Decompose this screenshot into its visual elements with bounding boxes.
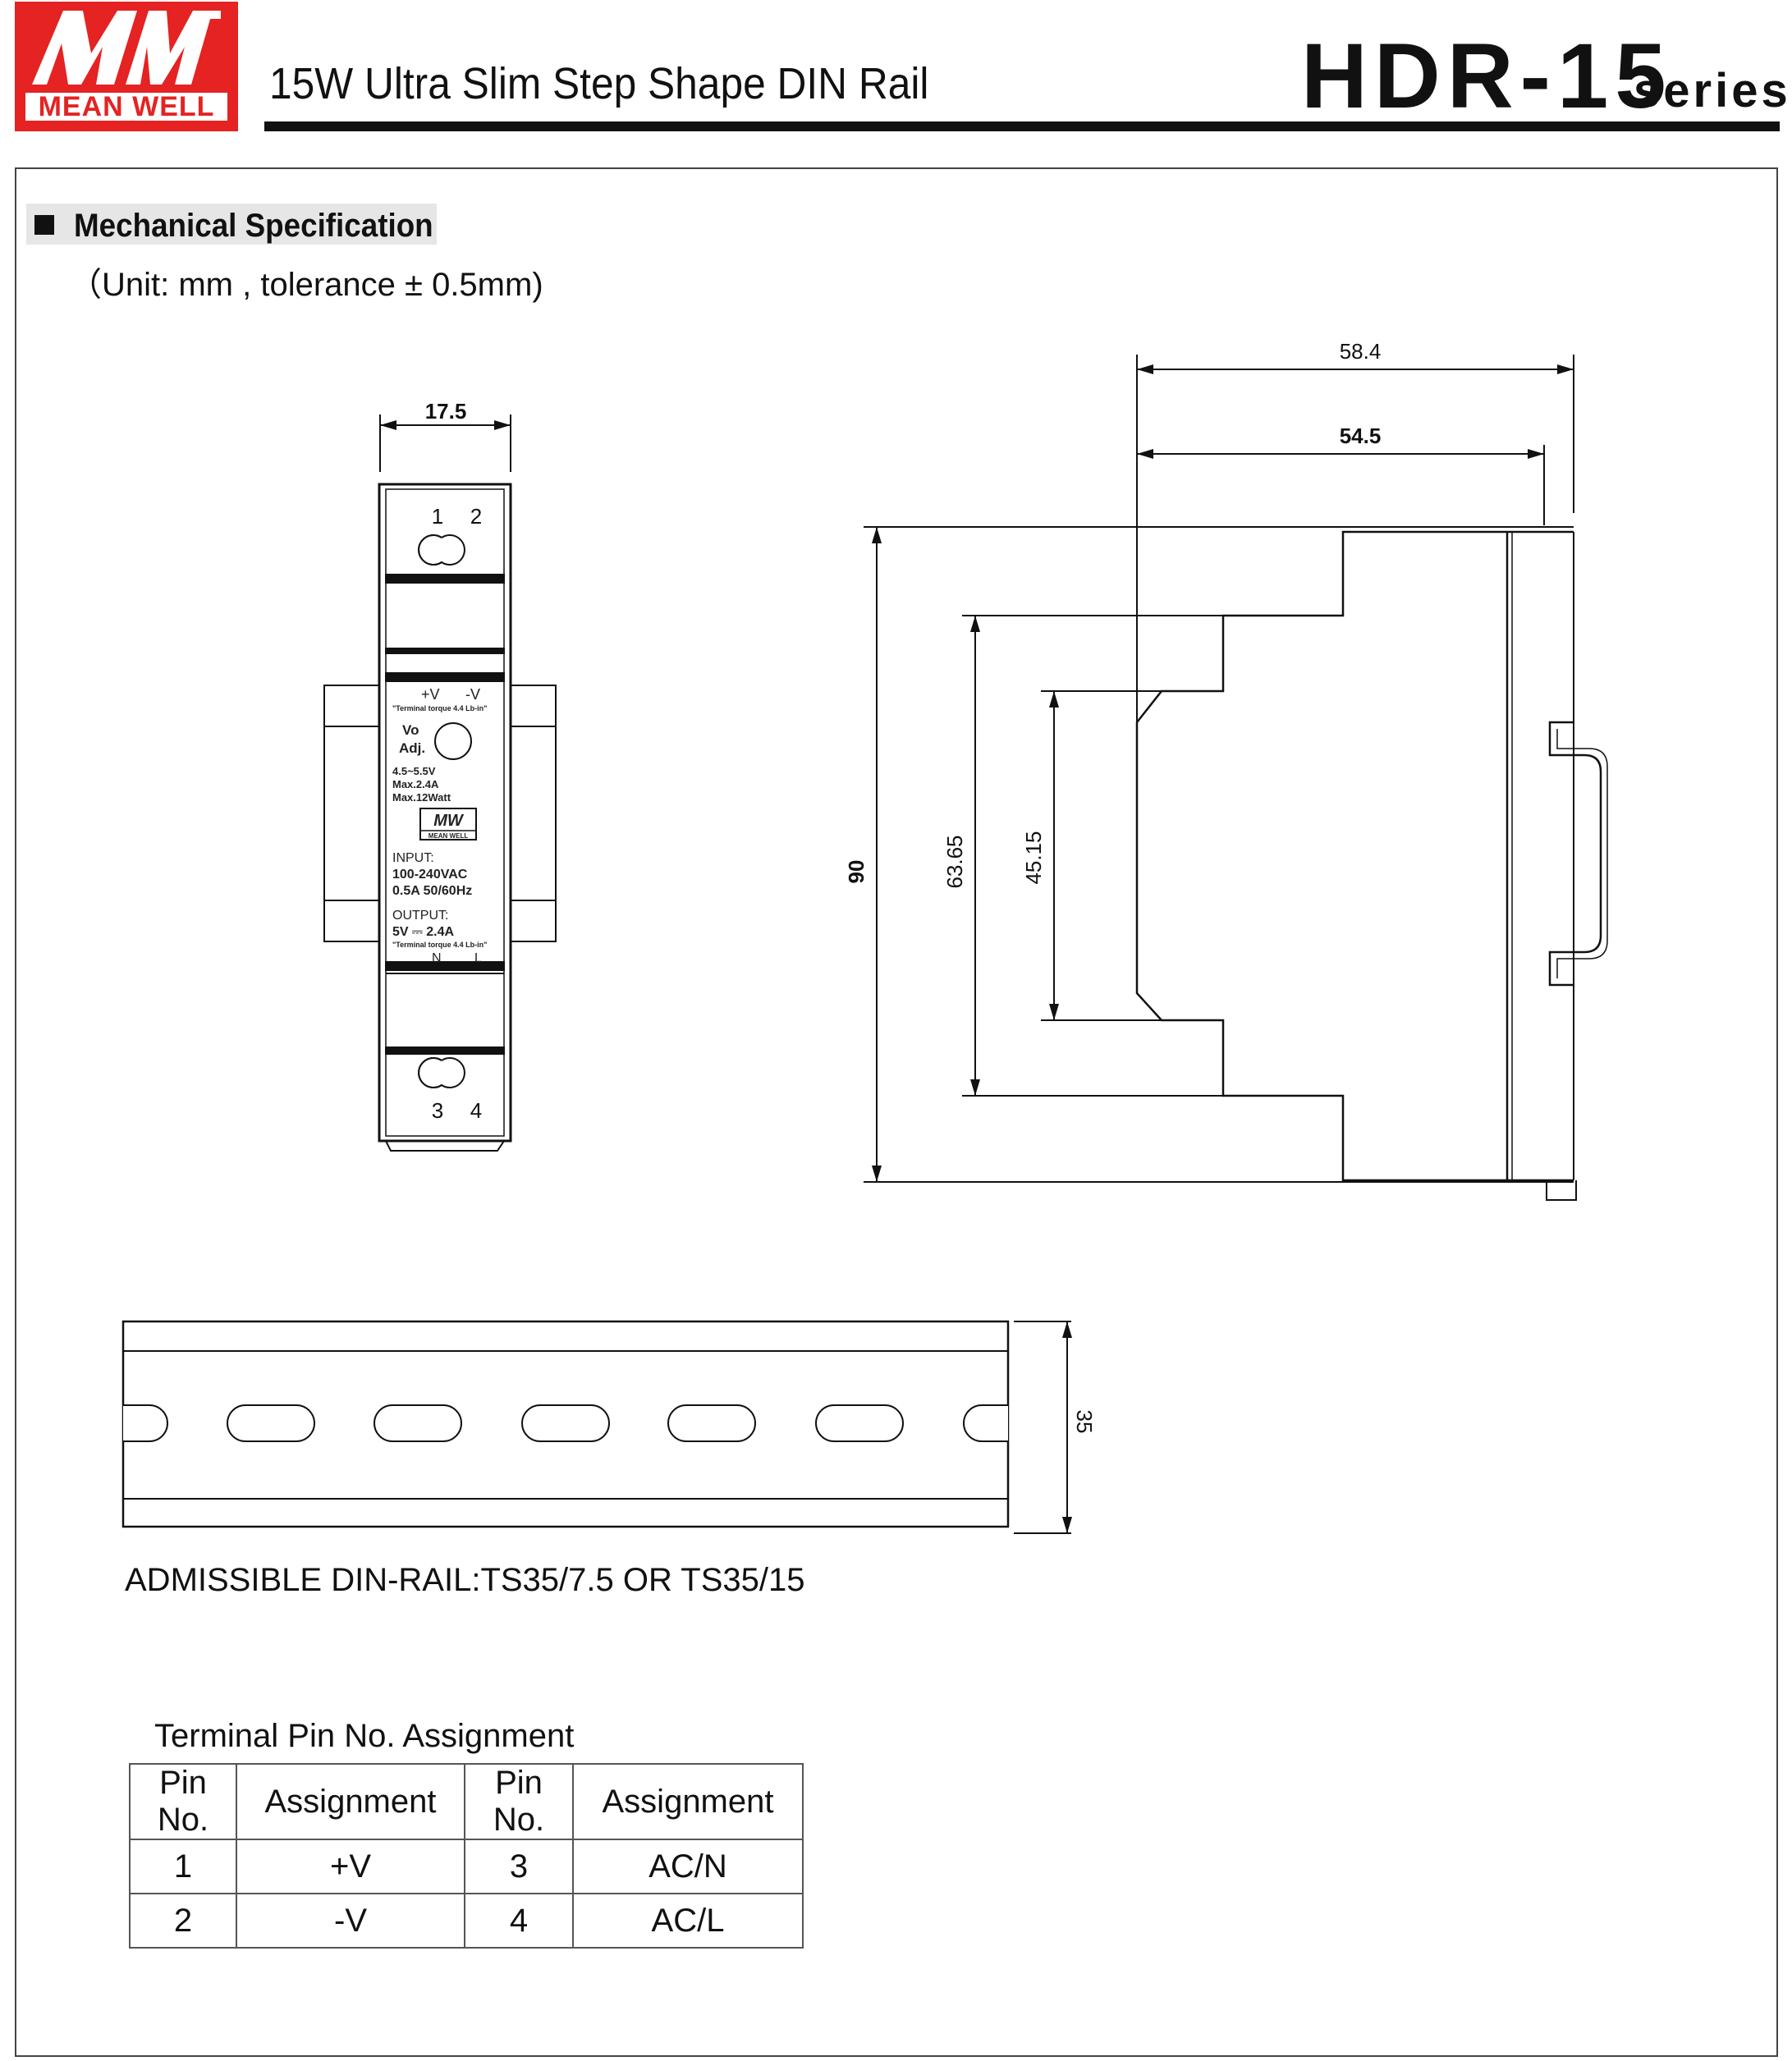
- din-rail-view: [121, 1320, 1072, 1534]
- unit-note: （Unit: mm , tolerance ± 0.5mm): [69, 267, 543, 303]
- pin-label-1: 1: [432, 504, 443, 529]
- pin-assignment-table: Pin No. Assignment Pin No. Assignment 1 …: [129, 1763, 804, 1949]
- series-label: series: [1634, 64, 1791, 117]
- voltage-range: 4.5~5.5V: [392, 765, 436, 777]
- input-current: 0.5A 50/60Hz: [392, 884, 472, 898]
- vo-label: Vo: [402, 722, 419, 738]
- input-voltage: 100-240VAC: [392, 868, 468, 882]
- adj-label: Adj.: [399, 740, 425, 756]
- pin-label-4: 4: [470, 1098, 482, 1123]
- assignment-cell: AC/L: [572, 1893, 804, 1949]
- dim-height-45-15: 45.15: [1021, 831, 1046, 884]
- plus-v-label: +V: [421, 686, 440, 703]
- pin-cell: 3: [464, 1839, 574, 1894]
- front-view-labels: 17.5 1 2 3 4 +V -V "Terminal torque 4.4 …: [392, 399, 487, 1123]
- output-label: OUTPUT:: [392, 909, 448, 923]
- section-title: Mechanical Specification: [74, 208, 433, 244]
- din-rail-note: ADMISSIBLE DIN-RAIL:TS35/7.5 OR TS35/15: [125, 1562, 805, 1598]
- table-row: 2 -V 4 AC/L: [129, 1893, 804, 1949]
- output-value: 5V ⎓ 2.4A: [392, 925, 454, 939]
- header-pin-no-2: Pin No.: [464, 1763, 574, 1840]
- header-rule: [264, 121, 1780, 131]
- dim-height-63-65: 63.65: [942, 835, 967, 888]
- pin-cell: 2: [129, 1893, 237, 1949]
- small-logo-mw: MW: [433, 812, 465, 830]
- assignment-cell: +V: [236, 1839, 465, 1894]
- assignment-cell: AC/N: [572, 1839, 804, 1894]
- dim-height-90: 90: [844, 860, 869, 884]
- l-label: L: [474, 951, 482, 965]
- square-bullet-icon: [34, 215, 54, 235]
- pin-label-3: 3: [432, 1098, 443, 1123]
- n-label: N: [432, 951, 442, 965]
- front-view: [323, 414, 557, 1152]
- assignment-cell: -V: [236, 1893, 465, 1949]
- side-view: [864, 355, 1608, 1201]
- dim-width-17-5: 17.5: [425, 399, 467, 424]
- header-pin-no-1: Pin No.: [129, 1763, 237, 1840]
- input-label: INPUT:: [392, 851, 434, 865]
- dim-depth-58-4: 58.4: [1340, 339, 1382, 364]
- small-logo-text: MEAN WELL: [429, 832, 469, 840]
- pin-cell: 4: [464, 1893, 574, 1949]
- section-title-bar: [26, 204, 437, 245]
- header-assignment-2: Assignment: [572, 1763, 804, 1840]
- model-name: HDR-15: [1301, 25, 1673, 127]
- pin-label-2: 2: [470, 504, 482, 529]
- dim-depth-54-5: 54.5: [1340, 424, 1382, 448]
- product-subtitle: 15W Ultra Slim Step Shape DIN Rail: [269, 59, 929, 108]
- max-current: Max.2.4A: [392, 778, 439, 790]
- logo-text: MEAN WELL: [25, 93, 227, 121]
- header-assignment-1: Assignment: [236, 1763, 465, 1840]
- max-power: Max.12Watt: [392, 791, 451, 804]
- minus-v-label: -V: [465, 686, 480, 703]
- content-frame: [15, 167, 1778, 2057]
- side-view-labels: 58.4 54.5 90 63.65 45.15: [844, 339, 1381, 889]
- pin-cell: 1: [129, 1839, 237, 1894]
- torque-note-bottom: "Terminal torque 4.4 Lb-in": [392, 941, 487, 949]
- mean-well-logo: MEAN WELL: [15, 2, 238, 131]
- dim-rail-35: 35: [1072, 1410, 1097, 1434]
- pin-table-title: Terminal Pin No. Assignment: [154, 1718, 575, 1754]
- table-row: 1 +V 3 AC/N: [129, 1839, 804, 1894]
- mw-logo-mark: [32, 11, 221, 85]
- table-header-row: Pin No. Assignment Pin No. Assignment: [129, 1763, 804, 1840]
- torque-note-top: "Terminal torque 4.4 Lb-in": [392, 704, 487, 712]
